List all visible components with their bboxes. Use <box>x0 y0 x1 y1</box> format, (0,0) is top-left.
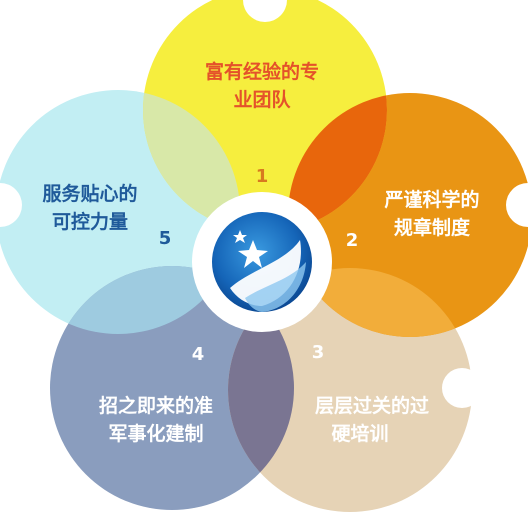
petal-3-number: 3 <box>312 342 325 363</box>
petal-5-line1: 服务贴心的 <box>42 182 137 205</box>
petal-2-line1: 严谨科学的 <box>384 188 479 211</box>
overlap-1-5 <box>143 90 240 232</box>
notch-lower-right <box>442 368 482 408</box>
petal-4-line2: 军事化建制 <box>108 422 203 445</box>
notch-left <box>0 183 22 227</box>
overlap-1-2 <box>288 93 387 232</box>
petal-4-number: 4 <box>192 344 205 365</box>
notch-bottom <box>242 493 282 513</box>
petal-4-line1: 招之即来的准 <box>99 394 213 417</box>
petal-2-number: 2 <box>346 230 359 251</box>
petal-1-line2: 业团队 <box>233 88 291 111</box>
petal-5-number: 5 <box>159 228 172 249</box>
logo-emblem-icon <box>212 212 312 312</box>
petal-1-number: 1 <box>256 166 269 187</box>
notch-top <box>243 0 287 22</box>
notch-right <box>506 183 528 227</box>
petal-3-line1: 层层过关的过 <box>315 394 429 417</box>
petal-5-line2: 可控力量 <box>52 210 128 233</box>
petal-2-line2: 规章制度 <box>394 216 471 239</box>
petal-1-line1: 富有经验的专 <box>205 60 319 83</box>
petal-3-line2: 硬培训 <box>331 422 388 445</box>
